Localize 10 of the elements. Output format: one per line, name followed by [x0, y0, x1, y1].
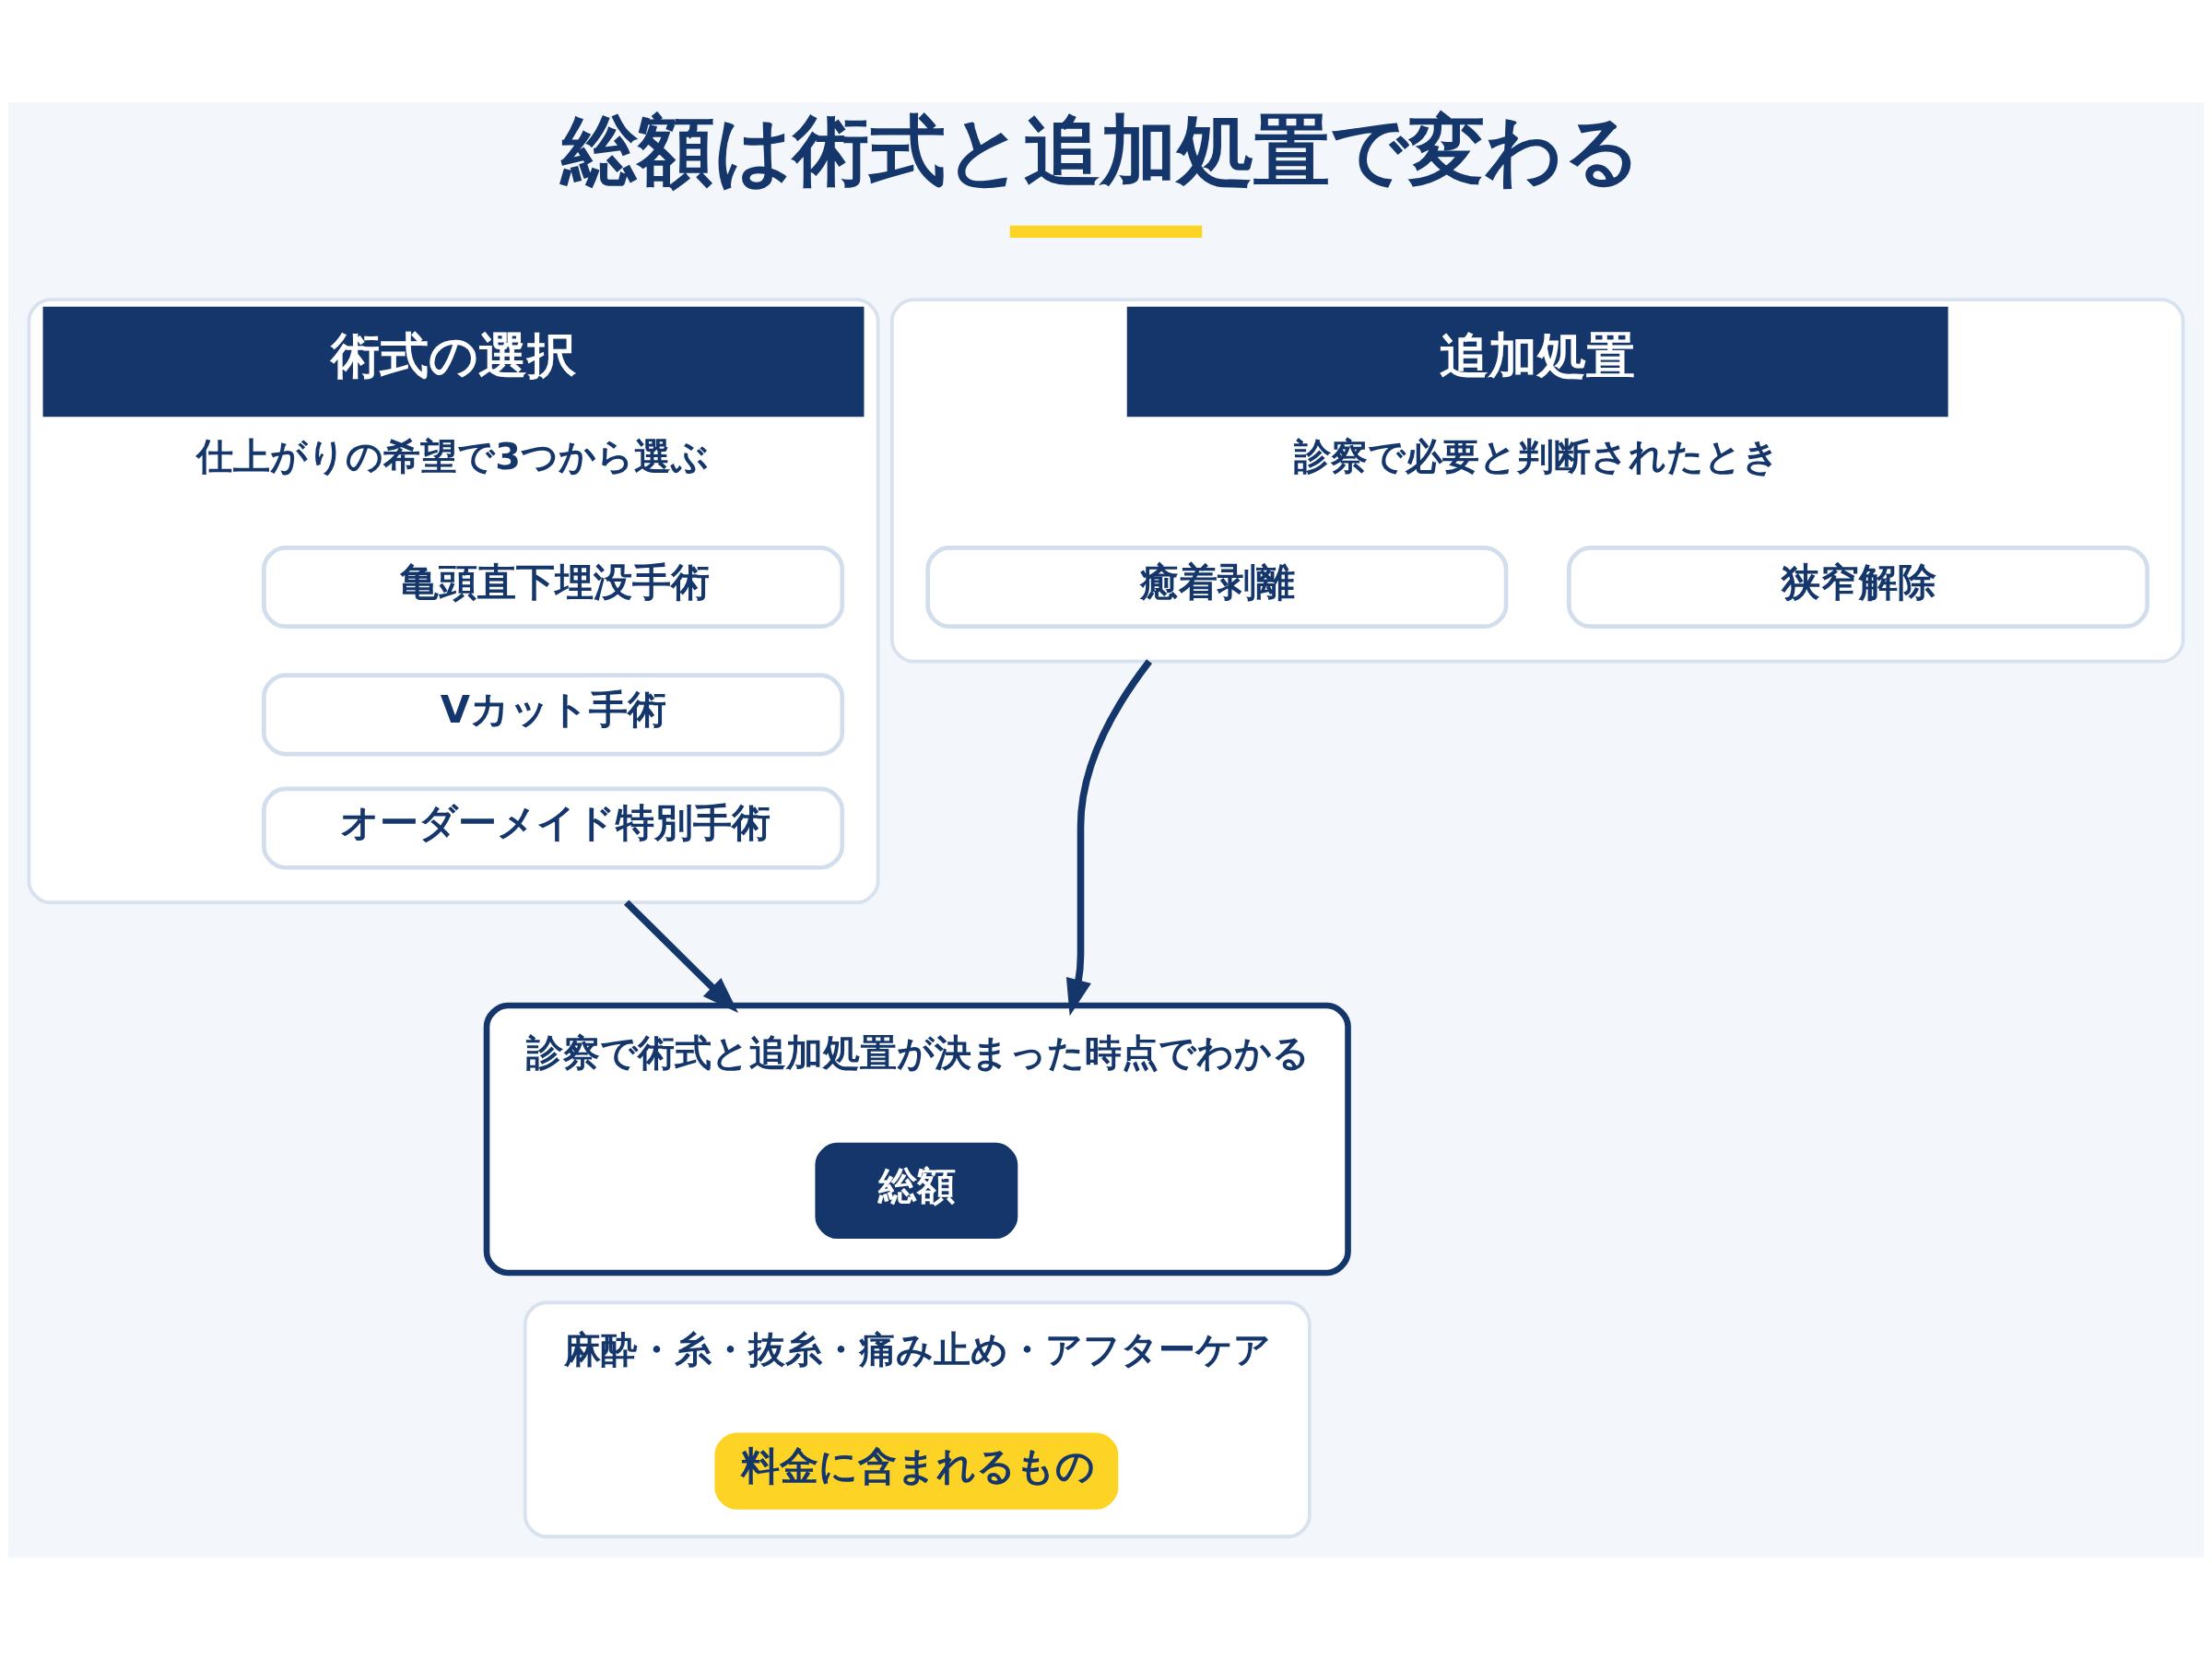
node-box: オーダーメイド特別手術 — [261, 786, 845, 870]
arrow — [1065, 658, 1153, 1016]
node-box: 料金に含まれるもの — [714, 1431, 1119, 1510]
node-box: 総額 — [815, 1142, 1018, 1239]
node-box: 癒着剥離 — [925, 545, 1509, 629]
node-box: 狭窄解除 — [1566, 545, 2150, 629]
node-box: 亀頭直下埋没手術 — [261, 545, 845, 629]
arrow — [624, 899, 739, 1013]
diagram-title: 総額は術式と追加処置で変わる — [560, 105, 1641, 195]
node-box: Vカット手術 — [261, 672, 845, 756]
